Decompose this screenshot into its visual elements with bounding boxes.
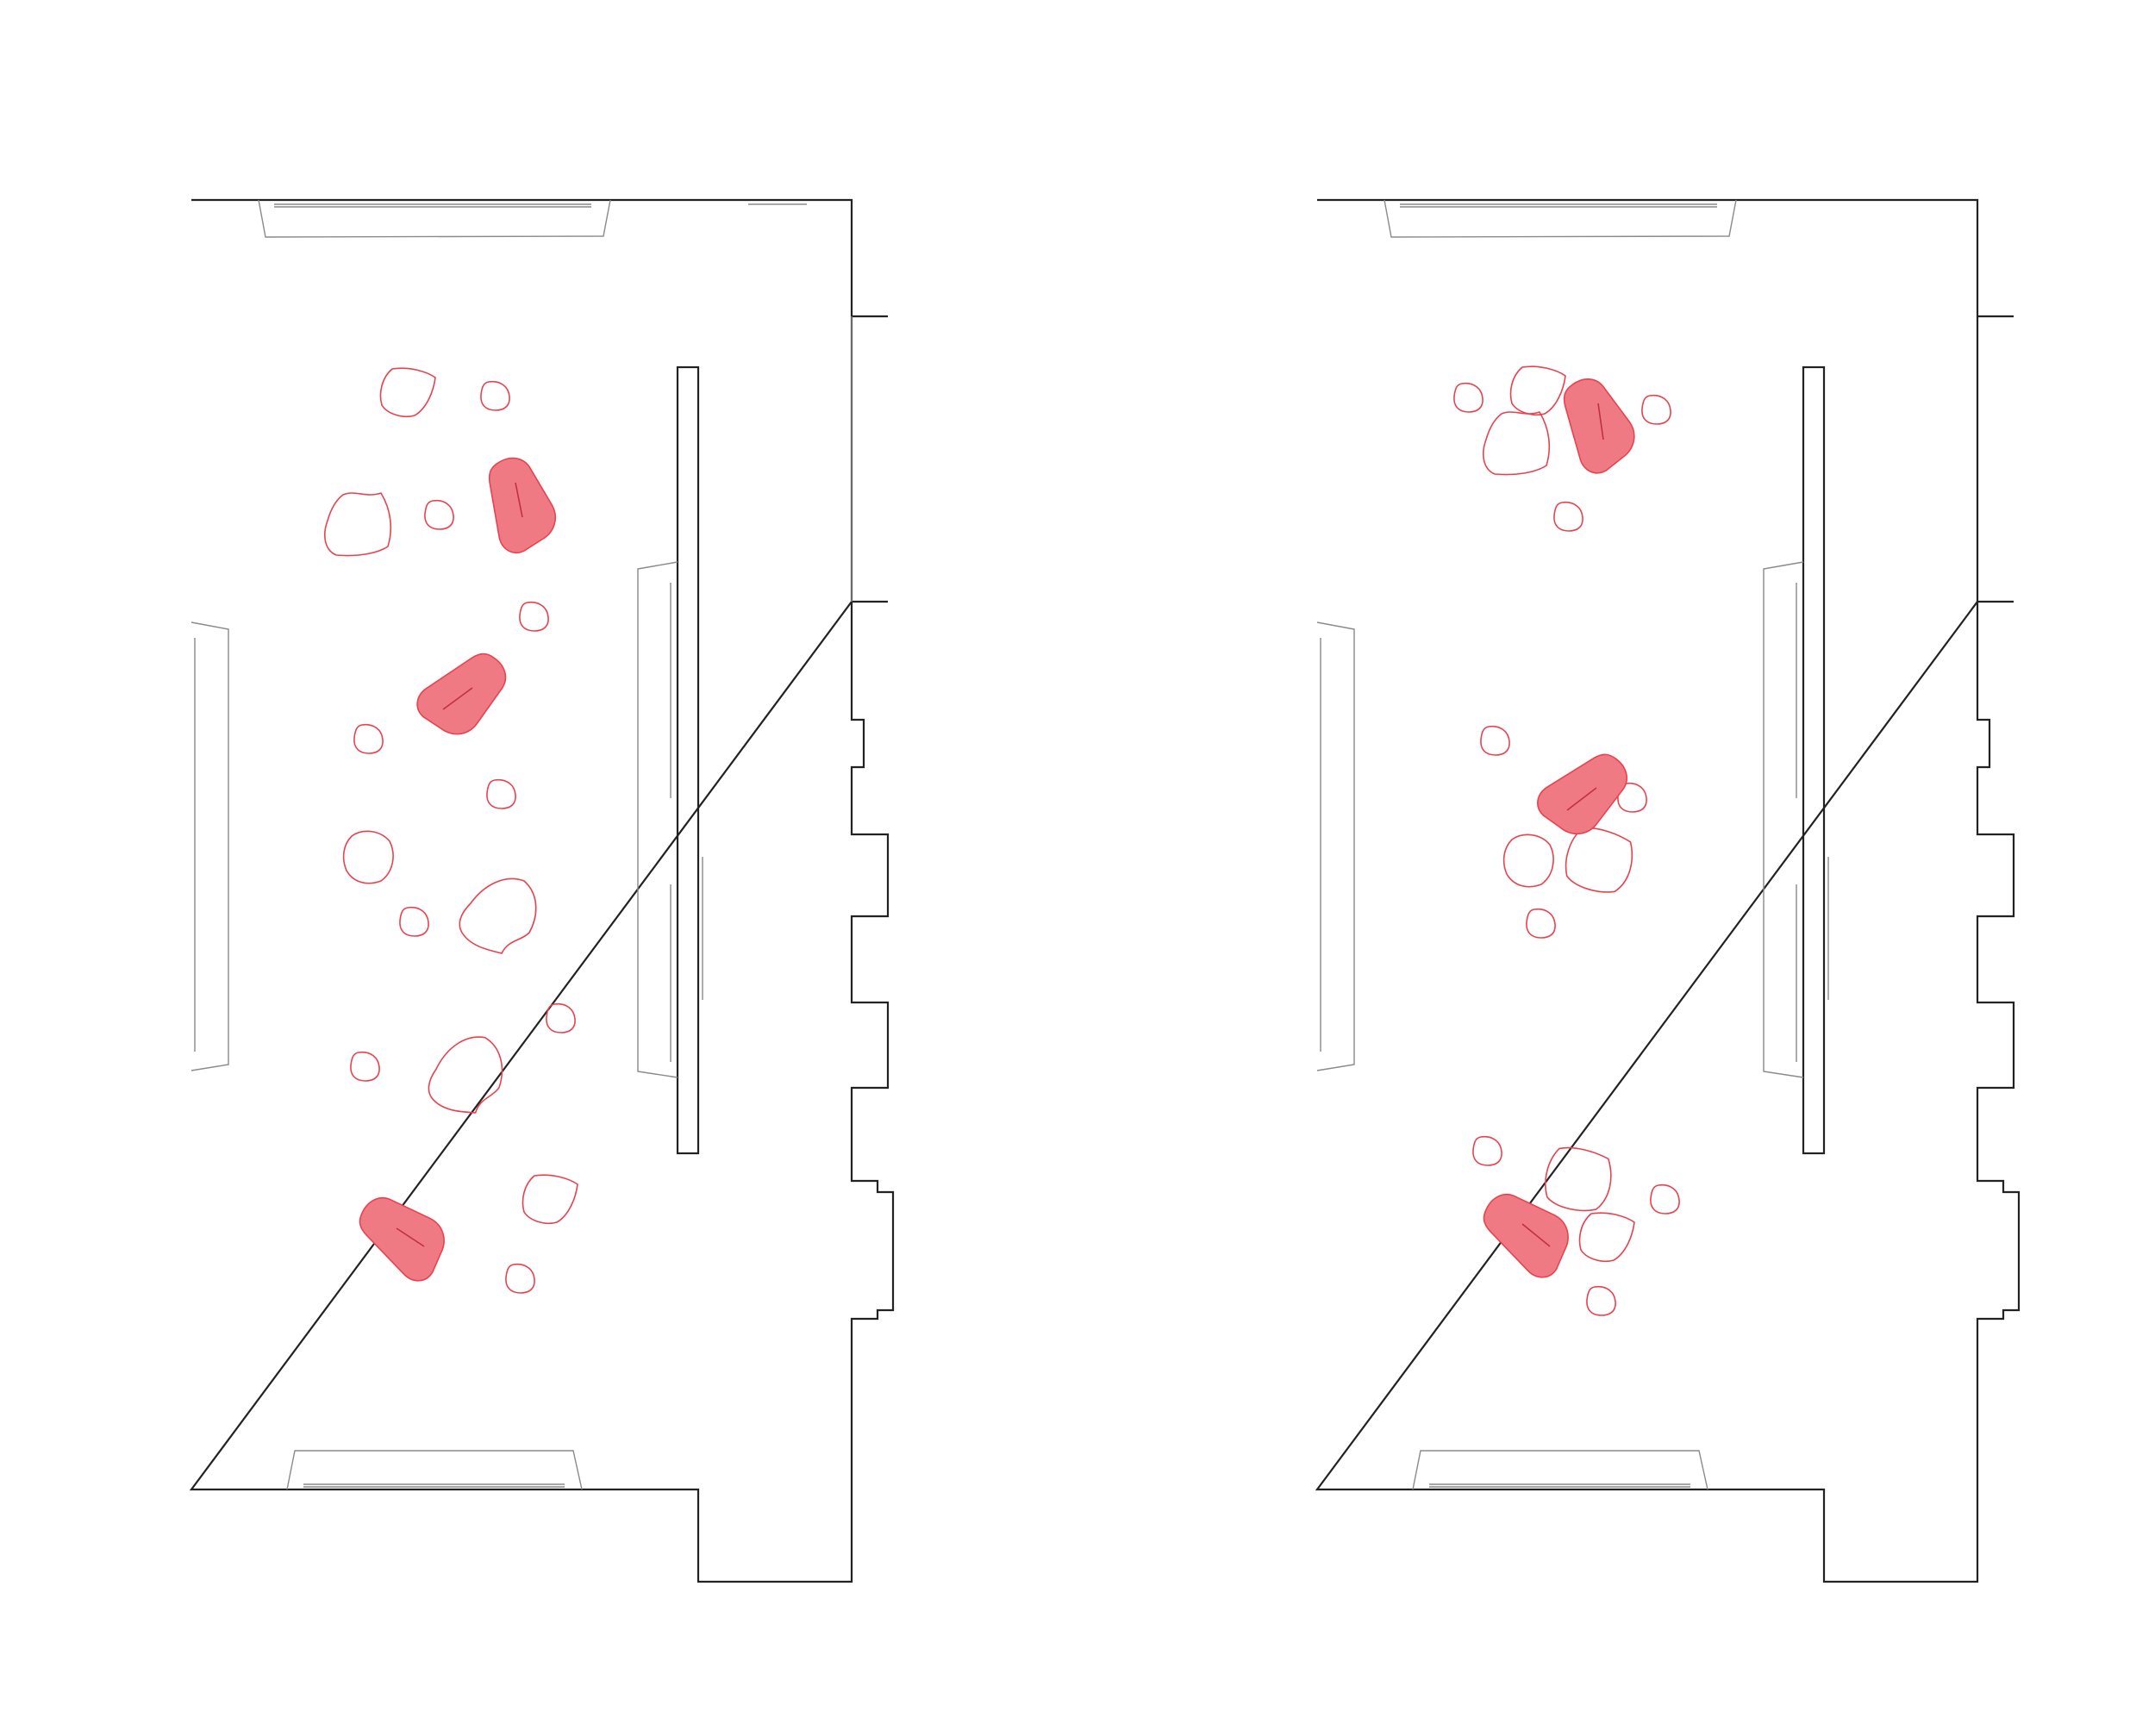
window-top-left: [258, 199, 611, 238]
window-top-right: [1384, 199, 1737, 238]
table-right-1: [1558, 370, 1643, 478]
cluster-right-3: [1472, 1135, 1680, 1316]
table-left-1: [485, 452, 561, 556]
recess-right: [1316, 621, 1355, 1071]
window-bottom-left: [286, 1450, 583, 1490]
table-right-2: [1529, 746, 1644, 848]
table-left-2: [409, 646, 523, 749]
divider-wall-left: [676, 365, 700, 1155]
room-outline-right: [1315, 198, 2021, 1583]
room-outline-left: [189, 198, 895, 1583]
table-left-3: [351, 1177, 461, 1290]
table-right-3: [1475, 1174, 1585, 1287]
floor-plan-left: [189, 198, 895, 1583]
recess-left: [191, 621, 229, 1071]
window-bottom-right: [1412, 1450, 1708, 1490]
cluster-right-2: [1480, 725, 1647, 939]
divider-wall-right: [1802, 365, 1826, 1155]
floor-plan-right: [1315, 198, 2021, 1583]
cluster-right-1: [1453, 365, 1671, 532]
